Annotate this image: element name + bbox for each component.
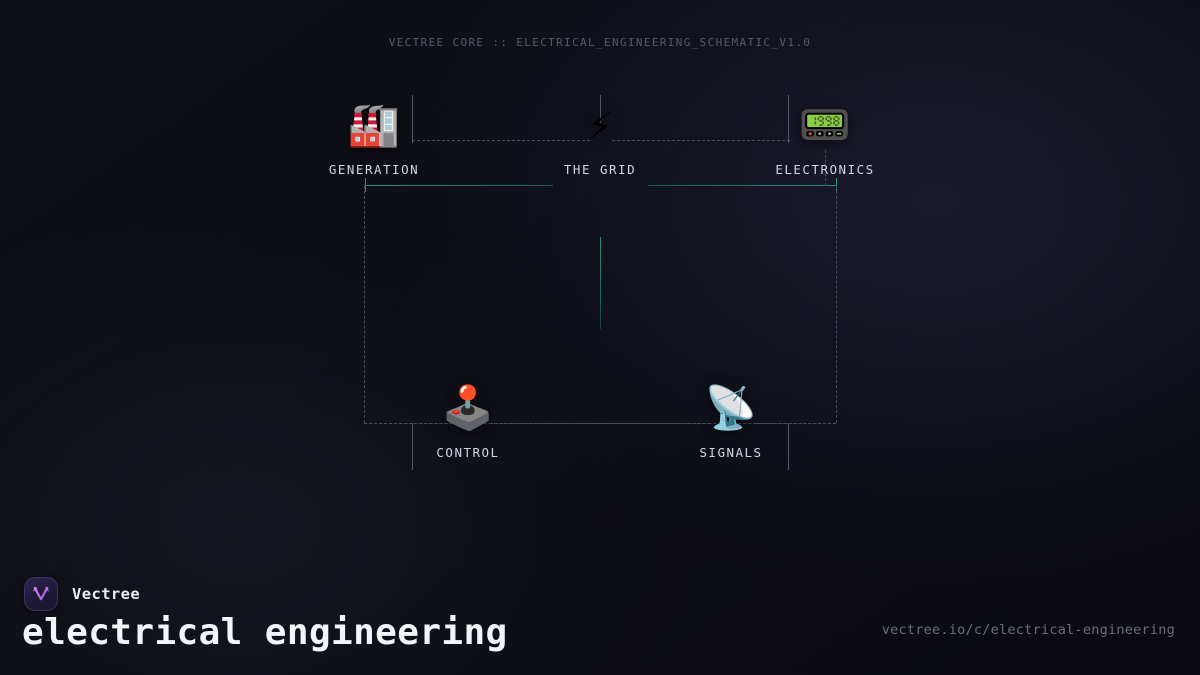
vectree-tree-icon bbox=[33, 586, 49, 601]
node-electronics[interactable]: 📟 ELECTRONICS bbox=[710, 97, 940, 177]
control-drop-stub bbox=[412, 423, 413, 470]
pager-icon: 📟 bbox=[798, 100, 852, 149]
node-label-signals: SIGNALS bbox=[699, 445, 763, 460]
electronics-drop-dashed bbox=[825, 150, 826, 186]
node-label-electronics: ELECTRONICS bbox=[775, 162, 875, 177]
top-bus-dashed-right bbox=[612, 140, 790, 141]
generation-teal-rail bbox=[365, 185, 553, 186]
node-label-generation: GENERATION bbox=[328, 162, 420, 177]
bottom-bus-dashed-center bbox=[490, 423, 710, 424]
electronics-left-stub bbox=[788, 95, 789, 143]
node-the-grid[interactable]: ⚡ THE GRID bbox=[485, 97, 715, 177]
bottom-bus-dashed-left bbox=[364, 423, 468, 424]
satellite-antenna-icon: 📡 bbox=[704, 383, 758, 432]
electronics-teal-rail bbox=[648, 185, 836, 186]
generation-teal-rail-cap bbox=[365, 178, 366, 192]
page-title: electrical engineering bbox=[22, 612, 508, 653]
brand-name: Vectree bbox=[72, 585, 141, 603]
schematic-header-label: VECTREE CORE :: ELECTRICAL_ENGINEERING_S… bbox=[388, 36, 812, 49]
signals-drop-stub bbox=[788, 423, 789, 470]
electronics-teal-rail-cap bbox=[836, 178, 837, 192]
node-label-the-grid: THE GRID bbox=[563, 162, 637, 177]
grid-top-stub bbox=[600, 95, 601, 123]
page-url[interactable]: vectree.io/c/electrical-engineering bbox=[881, 622, 1175, 638]
joystick-icon: 🕹️ bbox=[441, 383, 495, 432]
enclosure-right-edge bbox=[836, 186, 837, 423]
brand-row: Vectree bbox=[24, 577, 140, 611]
high-voltage-icon: ⚡ bbox=[587, 100, 613, 149]
node-control[interactable]: 🕹️ CONTROL bbox=[353, 380, 583, 460]
top-bus-dashed-left bbox=[412, 140, 590, 141]
center-teal-spine bbox=[600, 237, 601, 329]
node-generation[interactable]: 🏭 GENERATION bbox=[259, 97, 489, 177]
generation-right-stub bbox=[412, 95, 413, 143]
factory-icon: 🏭 bbox=[347, 100, 401, 149]
vectree-logo bbox=[24, 577, 58, 611]
node-label-control: CONTROL bbox=[436, 445, 500, 460]
bottom-bus-dashed-right bbox=[755, 423, 836, 424]
enclosure-left-edge bbox=[364, 186, 365, 423]
node-signals[interactable]: 📡 SIGNALS bbox=[616, 380, 846, 460]
